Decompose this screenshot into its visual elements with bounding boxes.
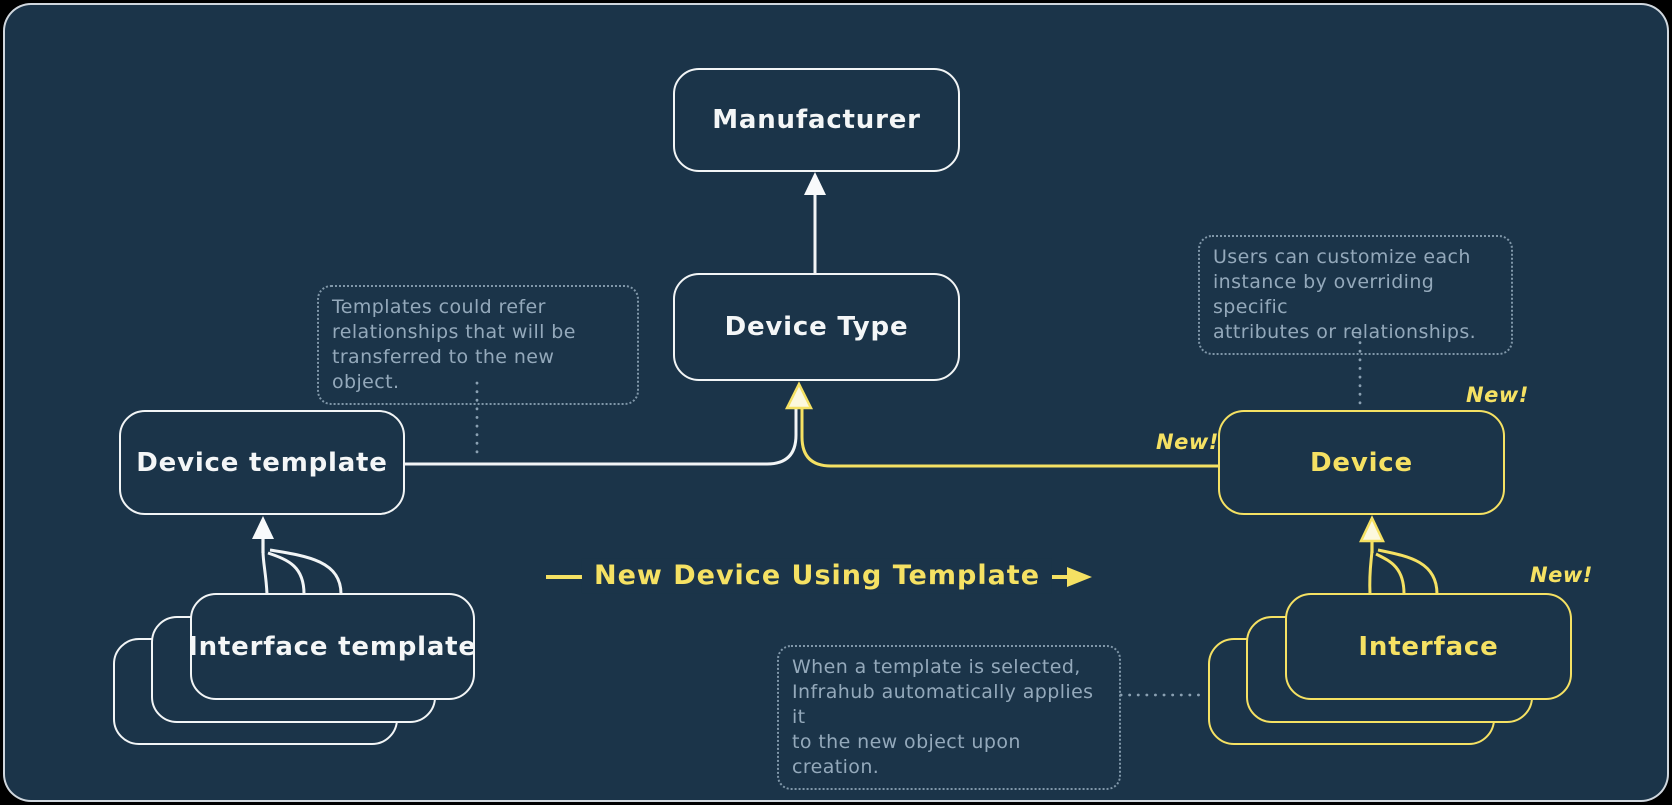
node-device-template-label: Device template [136, 447, 388, 478]
note-apply: When a template is selected, Infrahub au… [777, 645, 1121, 791]
flow-label: New Device Using Template [581, 558, 1053, 594]
arrowhead-flow-icon [1067, 567, 1092, 587]
node-device-template: Device template [119, 410, 405, 515]
note-apply-text: When a template is selected, Infrahub au… [792, 656, 1094, 779]
connector-interfacetemplate-line-1 [261, 550, 269, 595]
arrowhead-manufacturer-icon [804, 172, 826, 195]
new-badge-device-corner: New! [1466, 383, 1529, 407]
arrowhead-devicetemplate-icon [252, 516, 274, 539]
diagram-canvas: Manufacturer Device Type Device template… [3, 3, 1669, 802]
note-templates-text: Templates could refer relationships that… [332, 296, 576, 394]
connector-interface-line-2 [1375, 552, 1406, 595]
arrowhead-device-icon [1359, 515, 1385, 543]
new-badge-device-line: New! [1156, 430, 1219, 454]
connector-interfacetemplate-line-2 [267, 551, 306, 595]
note-templates: Templates could refer relationships that… [317, 285, 639, 406]
connector-interface-line-1 [1368, 550, 1374, 595]
node-device-type-label: Device Type [724, 312, 909, 342]
node-device-type: Device Type [673, 273, 960, 381]
connector-device-to-devicetype [800, 403, 1220, 468]
connector-interface-line-3 [1377, 548, 1439, 595]
arrowhead-devicetype-icon [784, 381, 814, 410]
new-badge-interface-corner: New! [1530, 563, 1593, 587]
node-interface-label: Interface [1358, 631, 1499, 662]
node-device: Device [1218, 410, 1505, 515]
node-interface-template-label: Interface template [188, 631, 477, 662]
node-device-label: Device [1310, 447, 1413, 478]
node-manufacturer: Manufacturer [673, 68, 960, 172]
node-manufacturer-label: Manufacturer [712, 105, 921, 135]
connector-devicetemplate-to-devicetype [403, 401, 798, 466]
note-customize-text: Users can customize each instance by ove… [1213, 246, 1477, 344]
note-customize: Users can customize each instance by ove… [1198, 235, 1513, 356]
node-interface-template: Interface template [188, 593, 477, 700]
node-interface: Interface [1285, 593, 1572, 700]
connector-interfacetemplate-line-3 [269, 548, 343, 595]
